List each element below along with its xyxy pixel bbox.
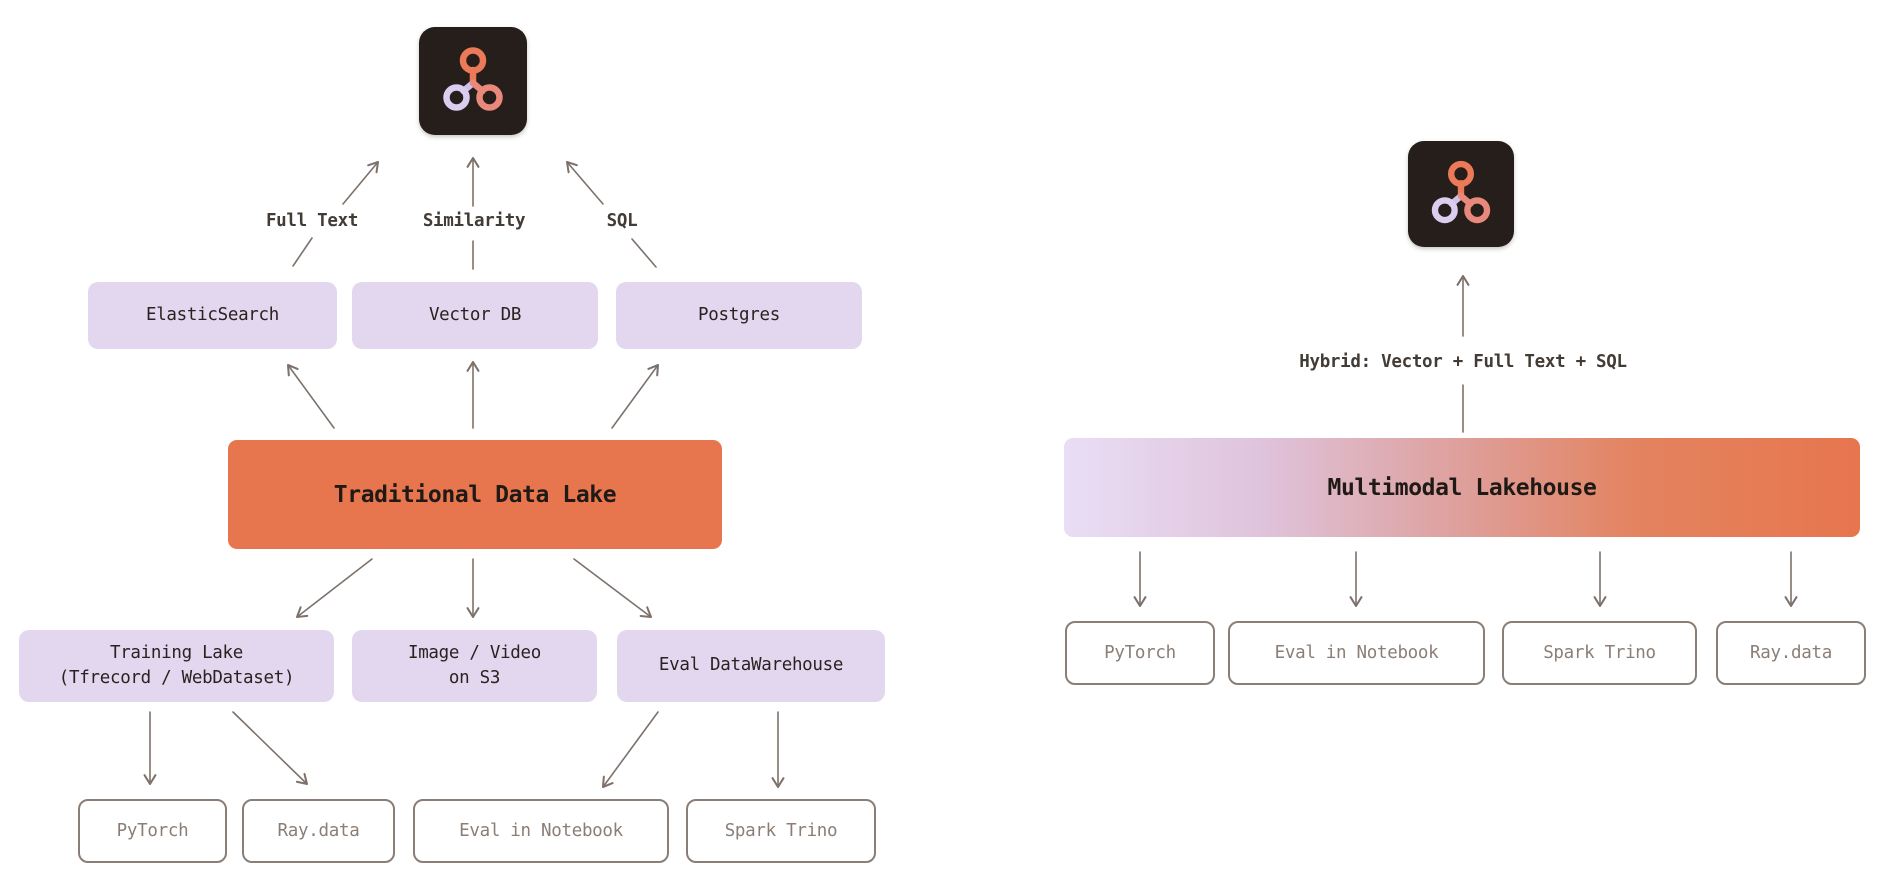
arrow-evaldw-to-eval-notebook: [601, 711, 659, 789]
pytorch-label: PyTorch: [1104, 643, 1176, 663]
multimodal-lakehouse-node: Multimodal Lakehouse: [1064, 438, 1860, 537]
arrow-training-to-raydata: [232, 711, 309, 786]
vector-db-node: Vector DB: [352, 282, 598, 349]
hybrid-query-label: Hybrid: Vector + Full Text + SQL: [1299, 352, 1627, 372]
pytorch-label: PyTorch: [116, 821, 189, 841]
training-lake-node: Training Lake (Tfrecord / WebDataset): [19, 630, 334, 702]
ray-data-label: Ray.data: [277, 821, 360, 841]
postgres-node: Postgres: [616, 282, 862, 349]
arrow-lake-to-eval-dw: [573, 558, 653, 619]
traditional-data-lake-node: Traditional Data Lake: [228, 440, 722, 549]
pytorch-node: PyTorch: [1065, 621, 1215, 685]
ray-data-node: Ray.data: [242, 799, 395, 863]
arrow-lake-to-postgres: [611, 363, 660, 429]
image-video-s3-node: Image / Video on S3: [352, 630, 597, 702]
traditional-data-lake-title: Traditional Data Lake: [333, 481, 617, 508]
lancedb-logo-icon: [419, 27, 527, 135]
training-lake-line2: (Tfrecord / WebDataset): [58, 668, 295, 688]
spark-trino-label: Spark Trino: [1543, 643, 1656, 663]
elasticsearch-label: ElasticSearch: [145, 304, 280, 325]
full-text-label: Full Text: [265, 211, 359, 231]
arrow-lake-to-training-lake: [295, 558, 373, 619]
spark-trino-label: Spark Trino: [724, 821, 838, 841]
eval-in-notebook-node: Eval in Notebook: [1228, 621, 1485, 685]
connector-elasticsearch-to-full-text: [292, 237, 313, 267]
training-lake-line1: Training Lake: [109, 642, 244, 663]
arrow-lake-to-elasticsearch: [286, 363, 335, 429]
ray-data-node: Ray.data: [1716, 621, 1866, 685]
connector-postgres-to-sql: [631, 238, 657, 268]
sql-label: SQL: [606, 211, 638, 231]
lancedb-logo-icon: [1408, 141, 1514, 247]
eval-datawarehouse-node: Eval DataWarehouse: [617, 630, 885, 702]
eval-in-notebook-node: Eval in Notebook: [413, 799, 669, 863]
pytorch-node: PyTorch: [78, 799, 227, 863]
postgres-label: Postgres: [698, 304, 780, 325]
molecule-logo-glyph: [1431, 160, 1491, 224]
eval-in-notebook-label: Eval in Notebook: [1274, 643, 1439, 663]
spark-trino-node: Spark Trino: [1502, 621, 1697, 685]
image-video-line1: Image / Video: [407, 642, 542, 663]
spark-trino-node: Spark Trino: [686, 799, 876, 863]
vector-db-label: Vector DB: [428, 304, 522, 325]
eval-in-notebook-label: Eval in Notebook: [459, 821, 623, 841]
molecule-logo-glyph: [443, 47, 503, 111]
elasticsearch-node: ElasticSearch: [88, 282, 337, 349]
similarity-label: Similarity: [422, 211, 526, 231]
arrow-full-text-to-logo: [342, 160, 380, 205]
ray-data-label: Ray.data: [1750, 643, 1832, 663]
eval-datawarehouse-label: Eval DataWarehouse: [658, 655, 844, 676]
arrow-sql-to-logo: [565, 160, 604, 205]
multimodal-lakehouse-title: Multimodal Lakehouse: [1327, 474, 1597, 501]
image-video-line2: on S3: [448, 668, 501, 688]
